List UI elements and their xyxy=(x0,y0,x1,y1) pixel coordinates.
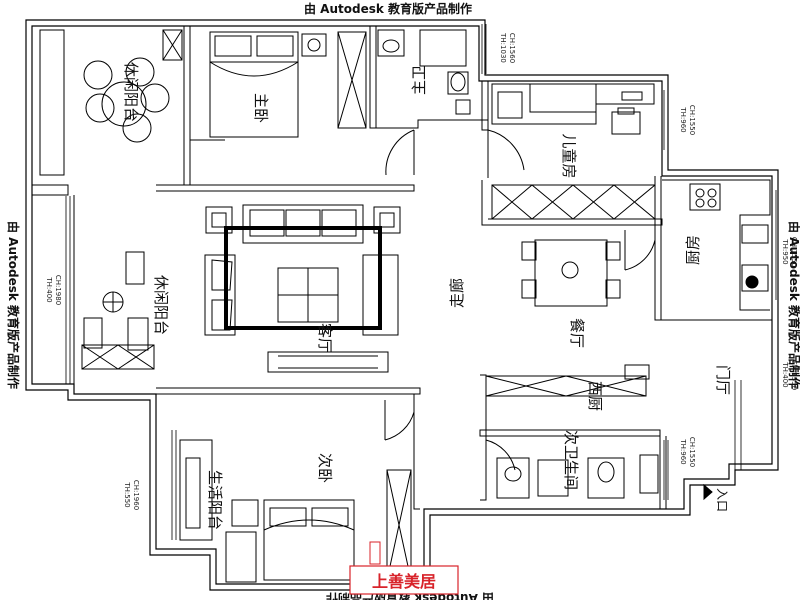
watermark-bottom: 由 Autodesk 教育版产品制作 xyxy=(326,591,494,600)
room-label-dining-room: 餐厅 xyxy=(568,318,586,348)
watermarks: 由 Autodesk 教育版产品制作 由 Autodesk 教育版产品制作 由 … xyxy=(6,1,800,600)
second-bedroom-furniture xyxy=(179,439,412,583)
dim-master-bath-th: TH:1030 xyxy=(499,32,507,63)
dim-bath2-th: TH:960 xyxy=(679,438,687,464)
dim-bedroom2-th: TH:550 xyxy=(123,481,131,507)
room-label-second-bedroom: 次卧 xyxy=(316,453,334,483)
dim-kitchen-ch: CH:1550 xyxy=(790,237,798,267)
dim-master-bath-ch: CH:1560 xyxy=(508,33,516,63)
dining-furniture xyxy=(521,239,621,307)
room-label-living-room: 客厅 xyxy=(316,323,334,353)
dim-kids-th: TH:960 xyxy=(679,106,687,132)
room-label-corridor: 走廊 xyxy=(448,278,466,308)
doors xyxy=(190,129,656,480)
kids-room-furniture xyxy=(491,83,656,220)
room-label-foyer: 门厅 xyxy=(714,365,732,395)
dim-bedroom2-ch: CH:1960 xyxy=(132,480,140,510)
entrance-label: 入口 xyxy=(715,488,729,512)
kitchen-fixtures xyxy=(662,179,771,311)
dimension-notes: CH:1560 TH:1030 CH:1550 TH:960 CH:1980 T… xyxy=(45,32,798,510)
living-room-furniture xyxy=(204,204,401,373)
room-label-kids-room: 儿童房 xyxy=(560,133,578,178)
dim-balcony-ch: CH:1980 xyxy=(54,275,62,305)
master-bath-fixtures xyxy=(377,29,471,115)
master-bedroom-furniture xyxy=(209,31,367,138)
room-label-second-bath: 次卫生间 xyxy=(562,430,580,490)
dim-kitchen-th: TH:950 xyxy=(781,238,789,264)
dim-bath2-ch: CH:1550 xyxy=(688,437,696,467)
dim-balcony-th: TH:400 xyxy=(45,276,53,302)
room-label-master-bedroom: 主卧 xyxy=(252,93,270,123)
room-labels: 休闲阳台 主卧 主卫 儿童房 休闲阳台 客厅 走廊 餐厅 厨房 西厨 门厅 次卫… xyxy=(122,62,732,530)
room-label-leisure-balcony-top: 休闲阳台 xyxy=(122,62,140,122)
dim-foyer-ch: CH:1550 xyxy=(790,360,798,390)
room-label-utility-balcony: 生活阳台 xyxy=(206,470,224,530)
company-logo-text: 上善美居 xyxy=(372,572,436,591)
balcony-mid-furniture xyxy=(81,251,155,370)
room-label-western-kitchen: 西厨 xyxy=(586,381,604,411)
interior-walls xyxy=(32,26,772,510)
watermark-top: 由 Autodesk 教育版产品制作 xyxy=(304,1,472,16)
room-label-leisure-balcony-mid: 休闲阳台 xyxy=(152,275,170,335)
watermark-left: 由 Autodesk 教育版产品制作 xyxy=(6,221,21,389)
dim-kids-ch: CH:1550 xyxy=(688,105,696,135)
room-label-kitchen: 厨房 xyxy=(684,235,702,265)
company-logo: 上善美居 xyxy=(349,565,459,595)
room-label-master-bath: 主卫 xyxy=(410,65,428,95)
balcony-top-furniture xyxy=(39,29,183,176)
living-area-rug xyxy=(224,226,382,330)
windows xyxy=(65,24,777,540)
second-bath-fixtures xyxy=(485,364,659,499)
watermark-right: 由 Autodesk 教育版产品制作 xyxy=(787,221,800,389)
dim-foyer-th: TH:400 xyxy=(781,361,789,387)
